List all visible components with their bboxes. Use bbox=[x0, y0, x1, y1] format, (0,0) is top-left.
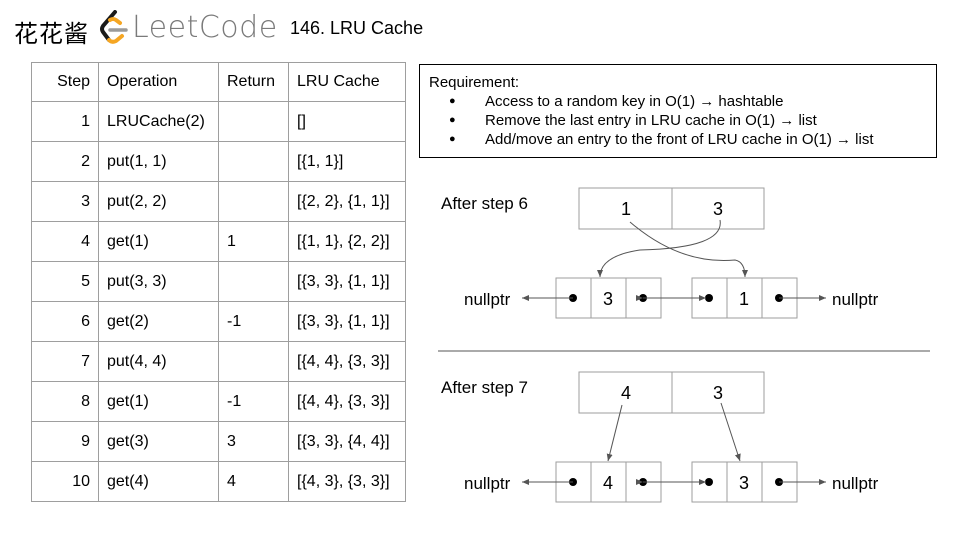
hash-to-node-arrow bbox=[597, 219, 721, 278]
requirement-list: Access to a random key in O(1) → hashtab… bbox=[429, 92, 927, 149]
diagram-label: After step 6 bbox=[441, 194, 528, 213]
prev-pointer-dot bbox=[705, 478, 713, 486]
cell-return: 3 bbox=[218, 421, 289, 462]
cell-step: 10 bbox=[31, 461, 99, 502]
requirement-title: Requirement: bbox=[429, 74, 520, 91]
page-title: 146. LRU Cache bbox=[290, 18, 424, 38]
cell-return bbox=[218, 141, 289, 182]
cell-operation: get(4) bbox=[98, 461, 219, 502]
cell-operation: get(3) bbox=[98, 421, 219, 462]
cell-lru-cache: [{4, 4}, {3, 3}] bbox=[288, 381, 406, 422]
cell-lru-cache: [{3, 3}, {1, 1}] bbox=[288, 301, 406, 342]
cell-lru-cache: [] bbox=[288, 101, 406, 142]
cell-lru-cache: [{1, 1}, {2, 2}] bbox=[288, 221, 406, 262]
node-value: 4 bbox=[603, 473, 613, 493]
cell-lru-cache: [{4, 4}, {3, 3}] bbox=[288, 341, 406, 382]
cell-operation: put(4, 4) bbox=[98, 341, 219, 382]
node-value: 1 bbox=[739, 289, 749, 309]
cell-operation: put(2, 2) bbox=[98, 181, 219, 222]
diagram-after-step-7: After step 7 4 3 4 3 nullptr nullptr bbox=[441, 371, 879, 503]
cell-step: 9 bbox=[31, 421, 99, 462]
leetcode-logo: LeetCode bbox=[98, 10, 277, 46]
cell-operation: get(2) bbox=[98, 301, 219, 342]
cell-return: 4 bbox=[218, 461, 289, 502]
requirement-box: Requirement: Access to a random key in O… bbox=[419, 64, 937, 158]
nullptr-right: nullptr bbox=[832, 474, 879, 493]
node-value: 3 bbox=[739, 473, 749, 493]
hash-to-node-arrow bbox=[720, 402, 741, 462]
hash-to-node-arrow bbox=[606, 404, 623, 462]
diagram-label: After step 7 bbox=[441, 378, 528, 397]
requirement-item: Remove the last entry in LRU cache in O(… bbox=[429, 111, 927, 130]
brand-name: 花花酱 bbox=[14, 20, 89, 48]
node-value: 3 bbox=[603, 289, 613, 309]
cell-return: -1 bbox=[218, 301, 289, 342]
requirement-item: Access to a random key in O(1) → hashtab… bbox=[429, 92, 927, 111]
cell-operation: get(1) bbox=[98, 381, 219, 422]
cell-lru-cache: [{3, 3}, {4, 4}] bbox=[288, 421, 406, 462]
hash-to-node-arrow bbox=[629, 221, 748, 278]
requirement-item: Add/move an entry to the front of LRU ca… bbox=[429, 130, 927, 149]
cell-step: 1 bbox=[31, 101, 99, 142]
logo-text: LeetCode bbox=[132, 10, 278, 45]
cell-operation: put(1, 1) bbox=[98, 141, 219, 182]
hash-key: 1 bbox=[621, 199, 631, 219]
hash-key: 4 bbox=[621, 383, 631, 403]
nullptr-right: nullptr bbox=[832, 290, 879, 309]
cell-return bbox=[218, 261, 289, 302]
cell-operation: put(3, 3) bbox=[98, 261, 219, 302]
column-header-operation: Operation bbox=[98, 62, 219, 102]
prev-pointer-dot bbox=[705, 294, 713, 302]
nullptr-left: nullptr bbox=[464, 474, 511, 493]
cell-return: -1 bbox=[218, 381, 289, 422]
nullptr-left: nullptr bbox=[464, 290, 511, 309]
cell-operation: LRUCache(2) bbox=[98, 101, 219, 142]
hash-key: 3 bbox=[713, 383, 723, 403]
leetcode-logo-icon bbox=[100, 10, 128, 44]
header: 花花酱 LeetCode 146. LRU Cache bbox=[0, 0, 960, 56]
diagram-after-step-6: After step 6 1 3 3 1 nullptr nullptr bbox=[441, 187, 879, 319]
hash-key: 3 bbox=[713, 199, 723, 219]
cell-lru-cache: [{4, 3}, {3, 3}] bbox=[288, 461, 406, 502]
